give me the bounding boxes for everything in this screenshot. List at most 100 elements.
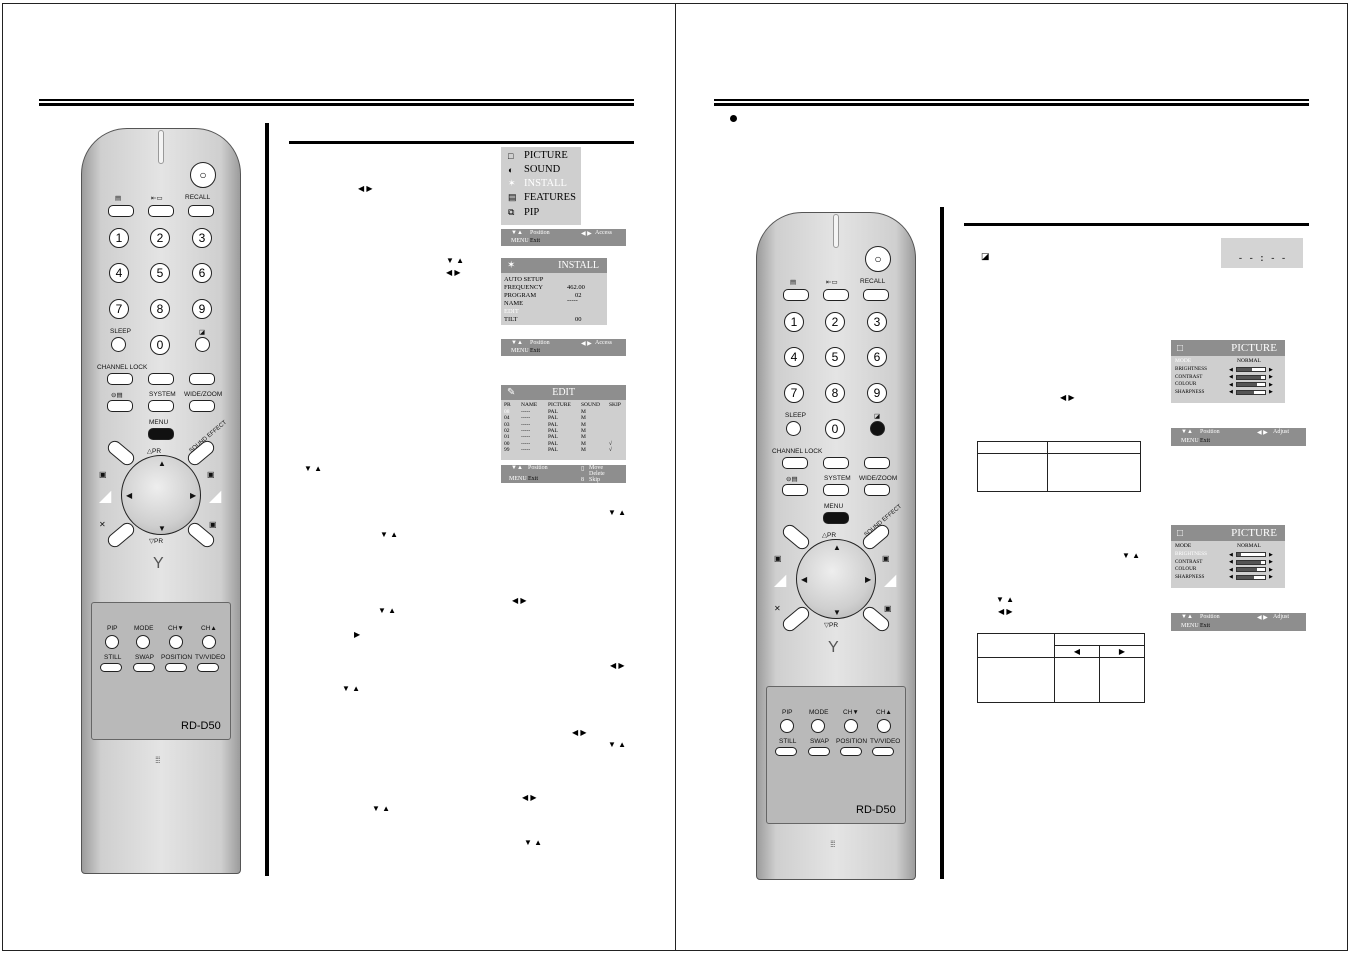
sleep-button[interactable] — [786, 421, 801, 436]
digit-9-button[interactable]: 9 — [192, 299, 212, 319]
teletext-button[interactable] — [108, 205, 134, 217]
power-button[interactable]: ○ — [865, 246, 891, 272]
install-line-edit[interactable]: EDIT — [504, 308, 519, 315]
ch-down-button[interactable] — [169, 635, 183, 649]
adjust-label[interactable]: CONTRAST — [1175, 373, 1203, 380]
down-arrow-icon[interactable]: ▼ — [158, 524, 166, 533]
picture-mode-button[interactable] — [195, 337, 210, 352]
menu-button[interactable] — [148, 428, 174, 440]
channel-lock-button[interactable] — [107, 373, 133, 385]
right-arrow-icon[interactable]: ▶ — [865, 575, 872, 584]
slider-right-icon[interactable]: ▶ — [1269, 375, 1273, 380]
direction-pad[interactable] — [796, 539, 876, 619]
slider-right-icon[interactable]: ▶ — [1269, 382, 1273, 388]
menu-item-install[interactable]: ✶INSTALL — [508, 178, 567, 189]
up-arrow-icon[interactable]: ▲ — [158, 459, 166, 468]
tv-video-button[interactable] — [872, 747, 894, 756]
mode-button[interactable] — [136, 635, 150, 649]
blank-button-2[interactable] — [189, 373, 215, 385]
digit-1-button[interactable]: 1 — [784, 312, 804, 332]
system-button[interactable] — [823, 484, 849, 496]
still-button[interactable] — [775, 747, 797, 756]
position-button[interactable] — [840, 747, 862, 756]
screen-button[interactable] — [823, 289, 849, 301]
slider-right-icon[interactable]: ▶ — [1269, 552, 1273, 558]
mode-button[interactable] — [811, 719, 825, 733]
ch-up-button[interactable] — [877, 719, 891, 733]
level-slider[interactable] — [1236, 559, 1266, 565]
adjust-label[interactable]: BRIGHTNESS — [1175, 551, 1207, 557]
slider-left-icon[interactable]: ◀ — [1229, 382, 1233, 388]
dual-sound-button[interactable] — [782, 484, 808, 496]
digit-8-button[interactable]: 8 — [825, 383, 845, 403]
digit-7-button[interactable]: 7 — [109, 299, 129, 319]
adjust-label[interactable]: COLOUR — [1175, 381, 1197, 387]
slider-left-icon[interactable]: ◀ — [1229, 560, 1233, 565]
up-arrow-icon[interactable]: ▲ — [833, 543, 841, 552]
install-line-auto-setup[interactable]: AUTO SETUP — [504, 276, 543, 283]
wide-zoom-button[interactable] — [189, 400, 215, 412]
slider-left-icon[interactable]: ◀ — [1229, 567, 1233, 573]
digit-7-button[interactable]: 7 — [784, 383, 804, 403]
right-arrow-icon[interactable]: ▶ — [190, 491, 197, 500]
menu-item-sound[interactable]: ◐SOUND — [508, 164, 560, 175]
blank-button-2[interactable] — [864, 457, 890, 469]
dual-sound-button[interactable] — [107, 400, 133, 412]
pip-button[interactable] — [105, 635, 119, 649]
slider-left-icon[interactable]: ◀ — [1229, 375, 1233, 380]
slider-right-icon[interactable]: ▶ — [1269, 560, 1273, 565]
digit-4-button[interactable]: 4 — [784, 347, 804, 367]
slider-right-icon[interactable]: ▶ — [1269, 367, 1273, 373]
ch-down-button[interactable] — [844, 719, 858, 733]
adjust-label[interactable]: CONTRAST — [1175, 558, 1203, 565]
mode-label[interactable]: MODE — [1175, 358, 1192, 364]
slider-left-icon[interactable]: ◀ — [1229, 575, 1233, 580]
digit-5-button[interactable]: 5 — [150, 263, 170, 283]
sleep-button[interactable] — [111, 337, 126, 352]
recall-button[interactable] — [863, 289, 889, 301]
ch-up-button[interactable] — [202, 635, 216, 649]
digit-2-button[interactable]: 2 — [825, 312, 845, 332]
digit-5-button[interactable]: 5 — [825, 347, 845, 367]
down-arrow-icon[interactable]: ▼ — [833, 608, 841, 617]
menu-item-picture[interactable]: □PICTURE — [508, 150, 568, 161]
digit-1-button[interactable]: 1 — [109, 228, 129, 248]
digit-8-button[interactable]: 8 — [150, 299, 170, 319]
install-line-program[interactable]: PROGRAM — [504, 292, 536, 299]
slider-right-icon[interactable]: ▶ — [1269, 575, 1273, 580]
blank-button-1[interactable] — [823, 457, 849, 469]
digit-3-button[interactable]: 3 — [867, 312, 887, 332]
level-slider[interactable] — [1236, 574, 1266, 580]
digit-6-button[interactable]: 6 — [867, 347, 887, 367]
level-slider[interactable] — [1236, 382, 1266, 387]
install-line-name[interactable]: NAME — [504, 300, 523, 307]
digit-9-button[interactable]: 9 — [867, 383, 887, 403]
adjust-label[interactable]: COLOUR — [1175, 566, 1197, 572]
teletext-button[interactable] — [783, 289, 809, 301]
direction-pad[interactable] — [121, 455, 201, 535]
adjust-label[interactable]: SHARPNESS — [1175, 388, 1205, 395]
swap-button[interactable] — [133, 663, 155, 672]
level-slider[interactable] — [1236, 552, 1266, 557]
menu-item-pip[interactable]: ⧉PIP — [508, 207, 539, 218]
level-slider[interactable] — [1236, 389, 1266, 395]
slider-left-icon[interactable]: ◀ — [1229, 367, 1233, 373]
blank-button-1[interactable] — [148, 373, 174, 385]
mode-label[interactable]: MODE — [1175, 543, 1192, 549]
install-line-tilt[interactable]: TILT — [504, 316, 517, 323]
adjust-label[interactable]: BRIGHTNESS — [1175, 366, 1207, 372]
digit-4-button[interactable]: 4 — [109, 263, 129, 283]
digit-0-button[interactable]: 0 — [825, 419, 845, 439]
power-button[interactable]: ○ — [190, 162, 216, 188]
pip-button[interactable] — [780, 719, 794, 733]
adjust-label[interactable]: SHARPNESS — [1175, 573, 1205, 580]
slider-left-icon[interactable]: ◀ — [1229, 390, 1233, 395]
level-slider[interactable] — [1236, 567, 1266, 572]
digit-0-button[interactable]: 0 — [150, 335, 170, 355]
swap-button[interactable] — [808, 747, 830, 756]
menu-item-features[interactable]: ▤FEATURES — [508, 192, 576, 203]
wide-zoom-button[interactable] — [864, 484, 890, 496]
install-line-frequency[interactable]: FREQUENCY — [504, 284, 543, 291]
slider-left-icon[interactable]: ◀ — [1229, 552, 1233, 558]
digit-6-button[interactable]: 6 — [192, 263, 212, 283]
